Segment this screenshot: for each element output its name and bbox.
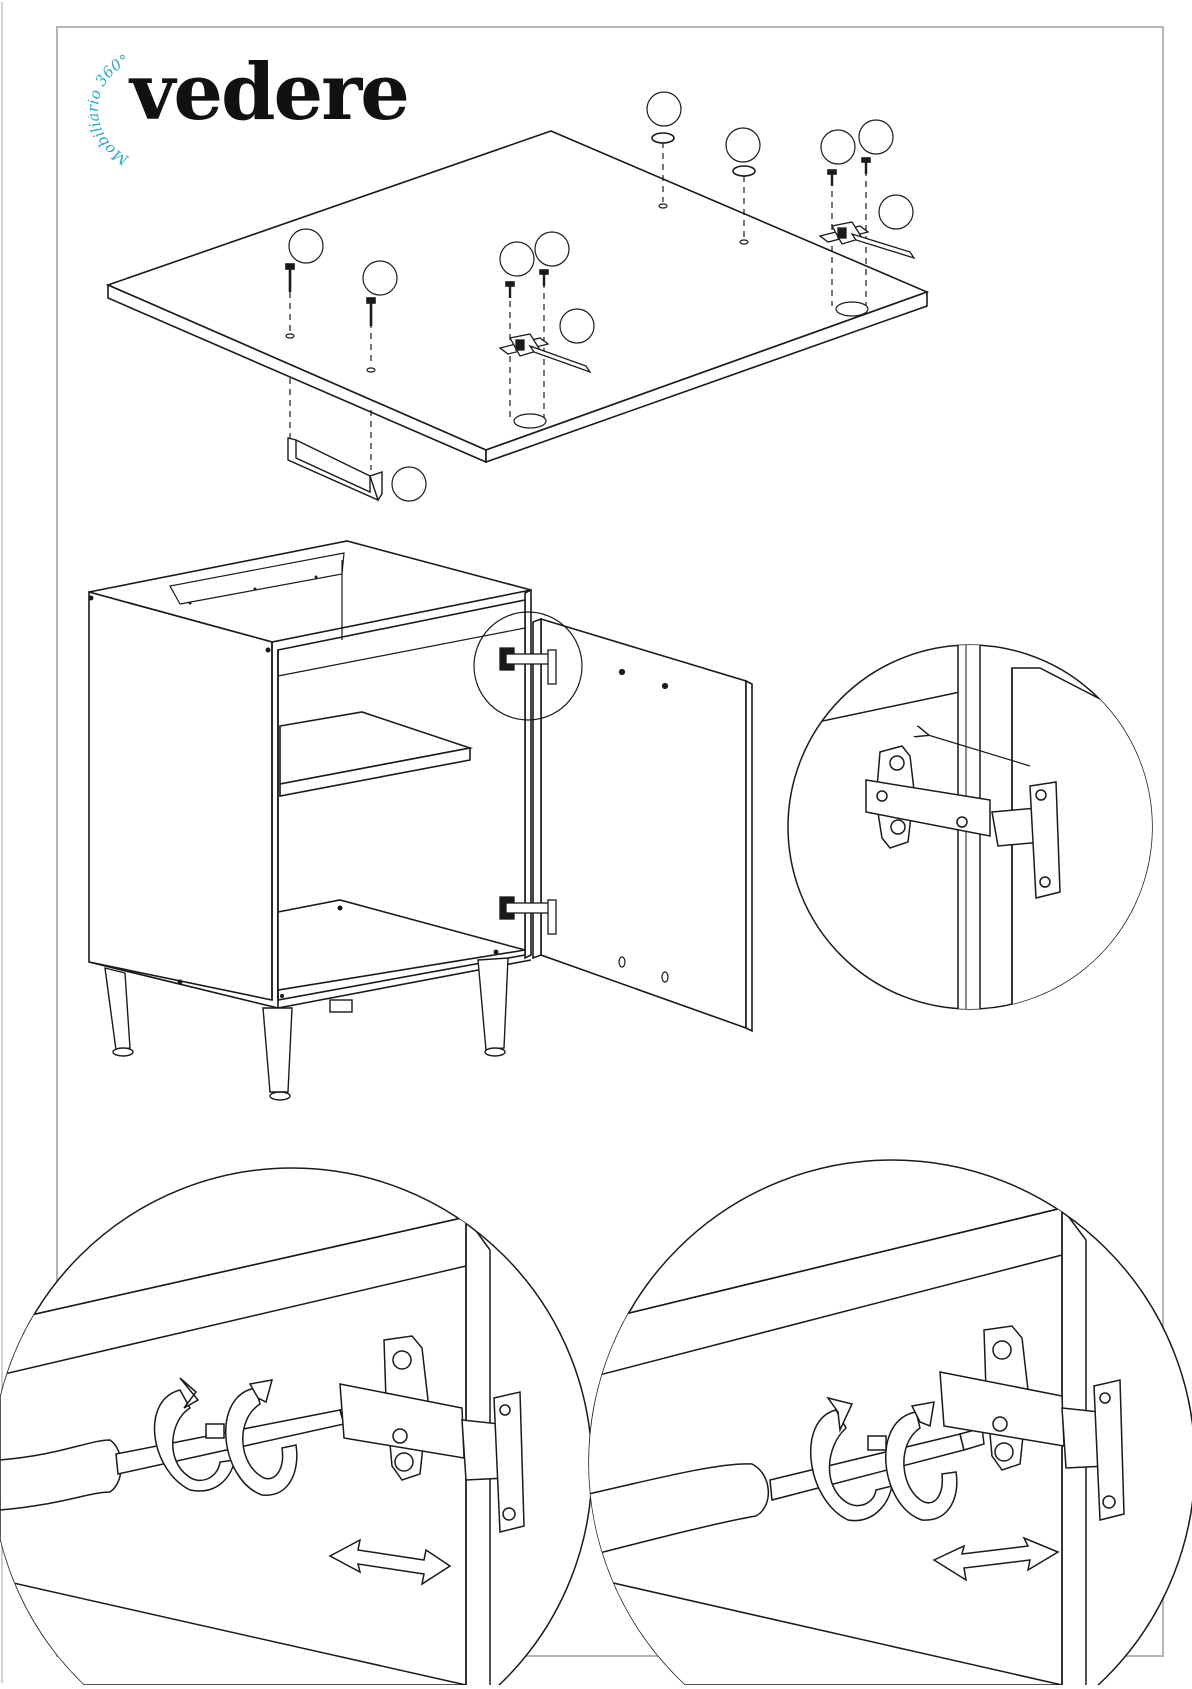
board-top-face: [108, 131, 927, 450]
screw-icon: [828, 170, 836, 186]
foot-rail-bracket-icon: [288, 438, 382, 500]
screw-icon: [862, 158, 870, 174]
brand-tagline-ring: Mobiliário 360°: [88, 52, 132, 170]
cabinet-with-open-door: [89, 541, 753, 1100]
cap-disc-icon: [733, 166, 755, 176]
hinge-detail-zoom: [780, 640, 1160, 1030]
cabinet-left-side: [89, 592, 272, 1000]
brand-name: vedere: [130, 54, 408, 132]
cap-disc-icon: [652, 133, 674, 143]
cabinet-door: [541, 619, 746, 1028]
hinge-adjust-left: [0, 1168, 592, 1685]
hinge-adjust-right: [580, 1160, 1192, 1685]
brand-logo: Mobiliário 360° vedere: [88, 52, 418, 177]
